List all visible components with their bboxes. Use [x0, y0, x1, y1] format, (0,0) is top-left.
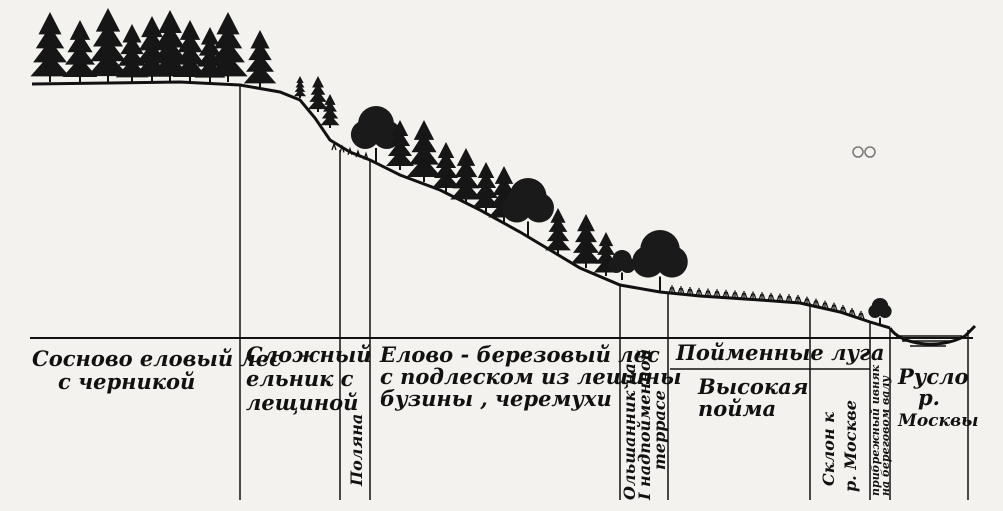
deciduous-tree-25: [632, 230, 688, 292]
label-moskva-riverbed-2: р.: [918, 385, 940, 410]
grass-tuft: [803, 296, 811, 305]
spruce-tree-11: [307, 76, 329, 112]
grass-tuft: [347, 146, 353, 156]
grass-tuft: [812, 298, 820, 307]
label-glade: Поляна: [347, 414, 366, 487]
label-floodplain-meadows: Пойменные луга: [675, 340, 884, 365]
river-channel: [888, 324, 977, 346]
grass-tuft: [785, 294, 793, 303]
grass-tuft: [767, 292, 775, 302]
grass-tuft: [749, 291, 757, 300]
deciduous-tree-24: [608, 250, 636, 280]
label-willow-bank-2: на береговом валу: [879, 375, 892, 496]
zone-labels: Сосново еловый лес с черникой Сложный ел…: [32, 340, 978, 501]
label-spruce-birch-2: с подлеском из лещины: [380, 364, 681, 389]
grass-tuft: [713, 289, 721, 298]
spruce-tree-17: [450, 148, 482, 204]
spruce-tree-2: [87, 8, 129, 82]
spruce-tree-8: [208, 12, 248, 82]
grass-tuft: [339, 144, 345, 153]
label-moskva-riverbed-1: Русло: [897, 364, 969, 389]
grass-tuft: [776, 293, 784, 302]
grass-tuft: [686, 287, 694, 296]
label-slope-moskva-1: Склон к: [819, 412, 838, 486]
label-complex-spruce-2: ельник с: [246, 366, 354, 391]
label-alder-terrace-1: Ольшанник на: [620, 363, 639, 500]
grass-tuft: [839, 305, 847, 314]
grass-tuft: [677, 286, 685, 295]
label-spruce-birch-3: бузины , черемухи: [380, 386, 612, 411]
label-spruce-birch-1: Елово - березовый лес: [379, 342, 660, 367]
label-pine-spruce-forest-2: с черникой: [58, 369, 195, 394]
grass-tuft: [857, 311, 865, 320]
label-slope-moskva-2: р. Москве: [841, 400, 860, 492]
deciduous-tree-20: [502, 178, 554, 236]
label-high-floodplain-2: пойма: [698, 396, 776, 421]
spruce-tree-6: [172, 20, 208, 82]
spruce-tree-14: [386, 120, 414, 170]
label-willow-bank-1: прибрежный ивняк: [869, 364, 882, 496]
label-complex-spruce-1: Сложный: [246, 342, 371, 367]
grass-tuft: [695, 287, 703, 297]
grass-tuft: [731, 290, 739, 299]
deciduous-tree-26: [868, 298, 892, 324]
spruce-tree-1: [62, 20, 98, 82]
label-pine-spruce-forest-1: Сосново еловый лес: [32, 346, 282, 371]
grass-tuft: [848, 308, 856, 317]
spruce-tree-21: [545, 208, 571, 254]
meadow-grass: [331, 141, 865, 320]
spruce-tree-12: [320, 94, 340, 128]
spruce-tree-16: [432, 142, 460, 192]
zone-dividers: [239, 86, 969, 500]
spruce-tree-22: [570, 214, 602, 268]
grass-tuft: [363, 151, 369, 160]
spruce-tree-10: [293, 76, 307, 98]
grass-tuft: [704, 288, 712, 297]
spruce-tree-18: [472, 162, 500, 212]
grass-tuft: [331, 141, 337, 151]
spruce-tree-0: [30, 12, 70, 82]
label-alder-terrace-3: террасе: [650, 390, 669, 470]
spruce-tree-9: [243, 30, 277, 88]
grass-tuft: [355, 149, 361, 158]
grass-tuft: [794, 294, 802, 304]
deciduous-tree-13: [350, 106, 402, 162]
forest-trees: [30, 8, 892, 324]
label-high-floodplain-1: Высокая: [697, 374, 808, 399]
grass-tuft: [668, 285, 676, 294]
label-moskva-riverbed-3: Москвы: [897, 411, 978, 431]
grass-tuft: [821, 300, 829, 309]
grass-tuft: [758, 292, 766, 301]
spruce-tree-15: [406, 120, 442, 182]
terrain-profile-line: [31, 80, 891, 330]
label-alder-terrace-2: I надпойменной: [635, 349, 654, 501]
grass-tuft: [740, 290, 748, 300]
grass-tuft: [830, 302, 838, 311]
stray-mark: [852, 146, 876, 158]
water-hatching: [896, 335, 962, 347]
grass-tuft: [722, 289, 730, 298]
label-complex-spruce-3: лещиной: [246, 390, 358, 415]
spruce-tree-3: [115, 24, 149, 82]
